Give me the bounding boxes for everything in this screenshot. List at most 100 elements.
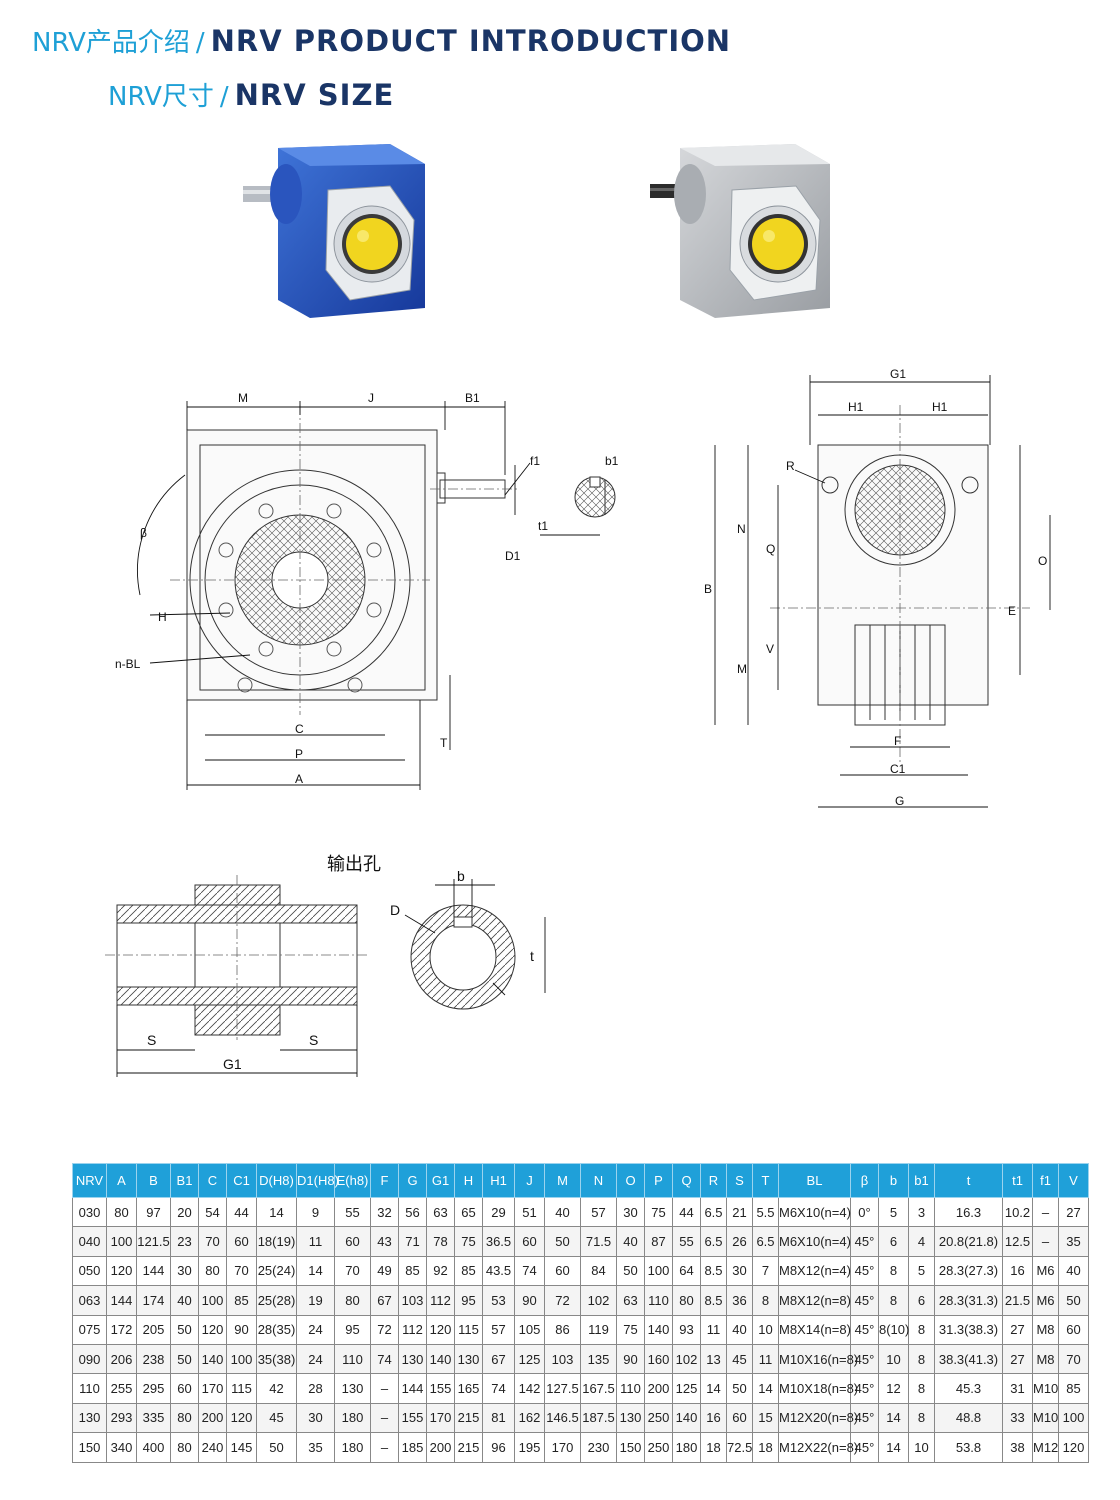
table-cell: 215 (454, 1402, 483, 1434)
table-cell: 80 (170, 1432, 199, 1463)
table-cell: 45° (850, 1314, 879, 1345)
col-header: D(H8) (256, 1163, 297, 1198)
table-cell: 85 (398, 1255, 427, 1287)
table-cell: 30 (296, 1402, 335, 1434)
table-cell: 87 (644, 1226, 673, 1257)
output-hole-drawing: 输出孔 b D t S S G1 (105, 854, 546, 1077)
table-cell: 11 (700, 1314, 727, 1345)
table-cell: M8 (1032, 1314, 1059, 1345)
table-cell: 0° (850, 1196, 879, 1228)
table-cell: 167.5 (580, 1373, 617, 1404)
table-cell: – (370, 1373, 399, 1404)
table-cell: M10X16(n=8) (778, 1343, 858, 1375)
dim-label-V: V (766, 642, 774, 656)
dim-label-B1: B1 (465, 391, 480, 405)
table-cell: 35 (1058, 1226, 1089, 1257)
table-cell: 127.5 (544, 1373, 581, 1404)
dim-label-F: F (894, 734, 901, 748)
table-cell: 26 (726, 1226, 753, 1257)
table-cell: 170 (544, 1432, 581, 1463)
dim-label-M-side: M (737, 662, 747, 676)
table-cell: 85 (226, 1285, 257, 1316)
table-cell: 130 (334, 1373, 371, 1404)
table-cell: 40 (170, 1285, 199, 1316)
table-cell: 150 (72, 1432, 107, 1463)
table-cell: 11 (752, 1343, 779, 1375)
table-cell: 250 (644, 1432, 673, 1463)
table-cell: 14 (296, 1255, 335, 1287)
dim-label-B: B (704, 582, 712, 596)
dim-label-t1: t1 (538, 519, 548, 533)
table-cell: 10 (752, 1314, 779, 1345)
table-cell: 50 (616, 1255, 645, 1287)
table-cell: 030 (72, 1196, 107, 1228)
col-header: B1 (170, 1163, 199, 1198)
table-cell: 20 (170, 1196, 199, 1228)
table-cell: 335 (136, 1402, 171, 1434)
subtitle-cn: NRV尺寸 (108, 82, 214, 112)
table-cell: 8(10) (878, 1314, 909, 1345)
table-cell: 55 (672, 1226, 701, 1257)
table-cell: 78 (426, 1226, 455, 1257)
col-header: E(h8) (334, 1163, 371, 1198)
table-cell: 140 (644, 1314, 673, 1345)
table-cell: 96 (482, 1432, 515, 1463)
table-cell: 21.5 (1002, 1285, 1033, 1316)
table-cell: 6.5 (700, 1226, 727, 1257)
table-cell: 8 (908, 1343, 935, 1375)
table-cell: 6.5 (700, 1196, 727, 1228)
output-hole-title: 输出孔 (327, 854, 381, 874)
table-cell: 100 (198, 1285, 227, 1316)
table-cell: 30 (170, 1255, 199, 1287)
table-cell: 144 (398, 1373, 427, 1404)
table-cell: 15 (752, 1402, 779, 1434)
table-cell: 50 (170, 1343, 199, 1375)
col-header: Q (672, 1163, 701, 1198)
table-cell: 35(38) (256, 1343, 297, 1375)
table-cell: 71 (398, 1226, 427, 1257)
table-cell: 195 (514, 1432, 545, 1463)
col-header: G1 (426, 1163, 455, 1198)
table-cell: 49 (370, 1255, 399, 1287)
table-cell: 27 (1058, 1196, 1089, 1228)
table-cell: 063 (72, 1285, 107, 1316)
table-cell: 102 (580, 1285, 617, 1316)
table-cell: 50 (544, 1226, 581, 1257)
table-cell: 187.5 (580, 1402, 617, 1434)
table-cell: 205 (136, 1314, 171, 1345)
table-cell: 50 (726, 1373, 753, 1404)
table-cell: 8 (908, 1373, 935, 1404)
table-cell: 18(19) (256, 1226, 297, 1257)
table-cell: 45° (850, 1402, 879, 1434)
table-cell: 040 (72, 1226, 107, 1257)
table-cell: 119 (580, 1314, 617, 1345)
table-cell: 30 (726, 1255, 753, 1287)
table-cell: 90 (616, 1343, 645, 1375)
table-cell: 74 (514, 1255, 545, 1287)
dim-label-O: O (1038, 554, 1047, 568)
table-cell: 72.5 (726, 1432, 753, 1463)
table-cell: 6 (878, 1226, 909, 1257)
col-header: V (1058, 1163, 1089, 1198)
table-cell: 400 (136, 1432, 171, 1463)
table-cell: 54 (198, 1196, 227, 1228)
table-cell: 180 (672, 1432, 701, 1463)
table-cell: 9 (296, 1196, 335, 1228)
table-cell: 32 (370, 1196, 399, 1228)
dim-label-A: A (295, 772, 303, 786)
table-cell: 295 (136, 1373, 171, 1404)
table-cell: 8 (878, 1285, 909, 1316)
col-header: O (616, 1163, 645, 1198)
col-header: f1 (1032, 1163, 1059, 1198)
table-cell: 180 (334, 1432, 371, 1463)
dim-label-b1: b1 (605, 454, 619, 468)
table-cell: 45.3 (934, 1373, 1003, 1404)
table-cell: 95 (454, 1285, 483, 1316)
table-cell: 110 (72, 1373, 107, 1404)
table-cell: – (370, 1432, 399, 1463)
table-cell: 100 (226, 1343, 257, 1375)
table-cell: 8.5 (700, 1285, 727, 1316)
table-cell: 67 (370, 1285, 399, 1316)
